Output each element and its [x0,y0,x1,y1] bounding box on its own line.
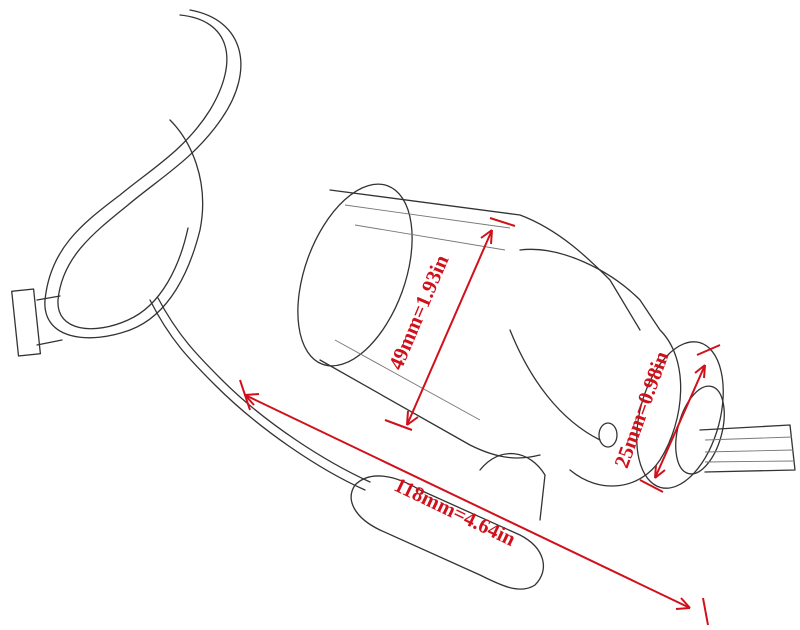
label-length: 118mm=4.64in [391,472,520,551]
terminal-boot [350,453,546,590]
dimension-49mm [384,217,516,431]
dimension-25mm [639,344,721,493]
motor-body [297,183,796,489]
wire-harness [11,9,371,491]
dimension-118mm [239,379,709,626]
